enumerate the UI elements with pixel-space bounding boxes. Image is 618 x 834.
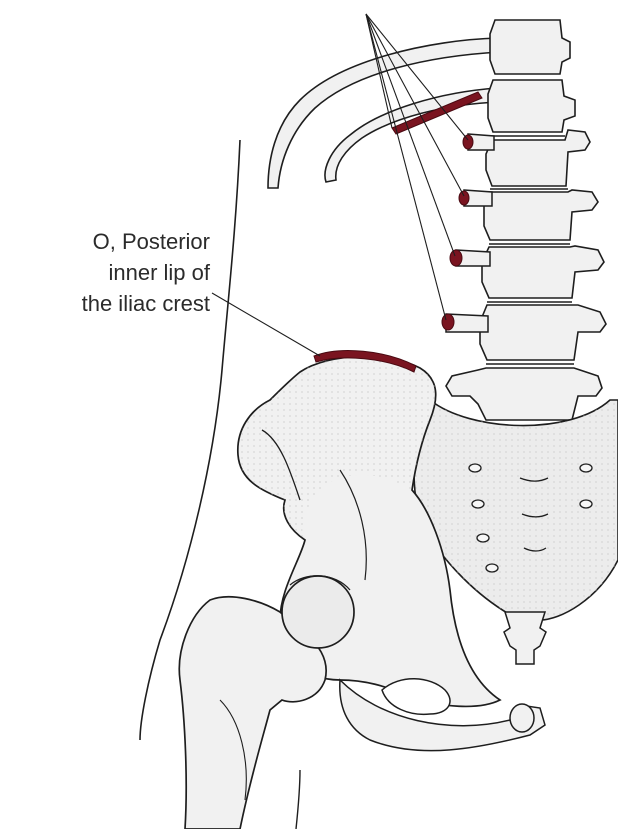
lumbar-spine (446, 20, 606, 433)
vertebra-4 (484, 190, 598, 240)
origin-marker-tp2 (459, 191, 469, 205)
vertebra-3 (486, 130, 590, 186)
leader-lines (212, 14, 468, 356)
origin-label-line-3: the iliac crest (0, 288, 210, 319)
origin-marker-tp1 (463, 135, 473, 149)
coccyx (504, 612, 546, 664)
vertebra-5 (482, 246, 604, 298)
origin-marker-tp4 (442, 314, 454, 330)
vertebra-6 (480, 305, 606, 360)
vertebra-1 (490, 20, 570, 74)
rib-upper (268, 38, 500, 188)
origin-label: O, Posterior inner lip of the iliac cres… (0, 226, 210, 319)
label-leader-line (212, 293, 320, 356)
origin-label-line-1: O, Posterior (0, 226, 210, 257)
ribs (268, 38, 500, 188)
pubic-symphysis (510, 704, 534, 732)
origin-label-line-2: inner lip of (0, 257, 210, 288)
vertebra-7 (446, 368, 602, 420)
vertebra-2 (488, 80, 575, 132)
body-contour-line-lower (296, 770, 300, 829)
origin-marker-tp3 (450, 250, 462, 266)
femoral-head (282, 576, 354, 648)
